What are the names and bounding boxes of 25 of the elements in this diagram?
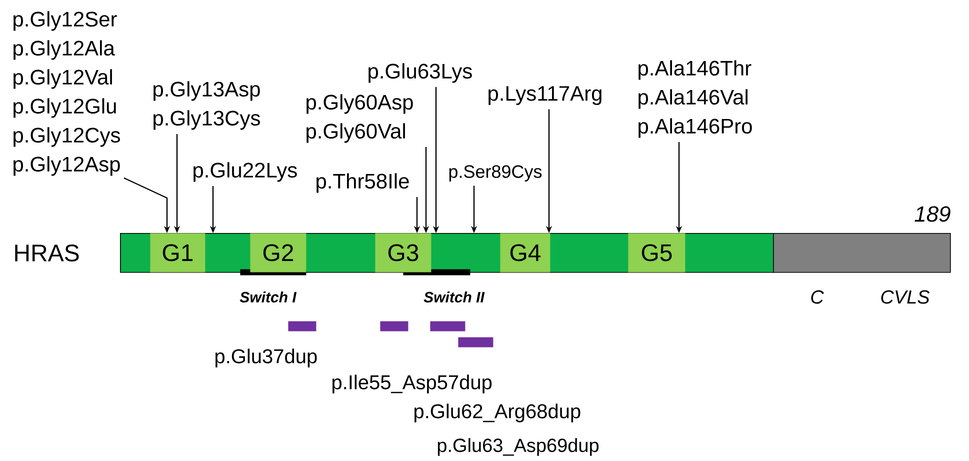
motif-label: C xyxy=(811,290,824,304)
motif-box: G2 xyxy=(250,233,306,272)
mutation-label: p.Ala146Thr p.Ala146Val p.Ala146Pro xyxy=(638,60,752,138)
mutation-label: p.Gly12Ser p.Gly12Ala p.Gly12Val p.Gly12Glu p.Gly12Cys p.Gly12Asp xyxy=(14,11,120,176)
mutation-label: p.Glu22Lys xyxy=(194,162,297,182)
mutation-label: p.Gly60Asp p.Gly60Val xyxy=(306,94,413,143)
duplication-label: p.Glu63_Asp69dup xyxy=(438,438,599,456)
protein-name: HRAS xyxy=(15,244,79,262)
switch-label: Switch I xyxy=(240,292,297,302)
mutation-label: p.Ser89Cys xyxy=(449,165,542,182)
motif-box: G3 xyxy=(375,233,432,272)
mutation-label: p.Glu63Lys xyxy=(368,63,472,83)
mutation-label: p.Thr58Ile xyxy=(316,173,409,193)
motif-box: G1 xyxy=(150,233,206,272)
motif-label: CVLS xyxy=(881,290,930,304)
duplication-bar xyxy=(458,337,494,348)
switch-label: Switch II xyxy=(424,292,485,302)
motif-box: G4 xyxy=(500,233,550,272)
mutation-label: p.Gly13Asp p.Gly13Cys xyxy=(154,81,260,130)
duplication-label: p.Ile55_Asp57dup xyxy=(332,374,492,394)
duplication-label: p.Glu62_Arg68dup xyxy=(414,404,580,422)
length-label: 189 xyxy=(914,206,950,222)
mutation-label: p.Lys117Arg xyxy=(488,86,602,105)
motif-box: G5 xyxy=(628,233,686,272)
duplication-label: p.Glu37dup xyxy=(216,348,317,368)
